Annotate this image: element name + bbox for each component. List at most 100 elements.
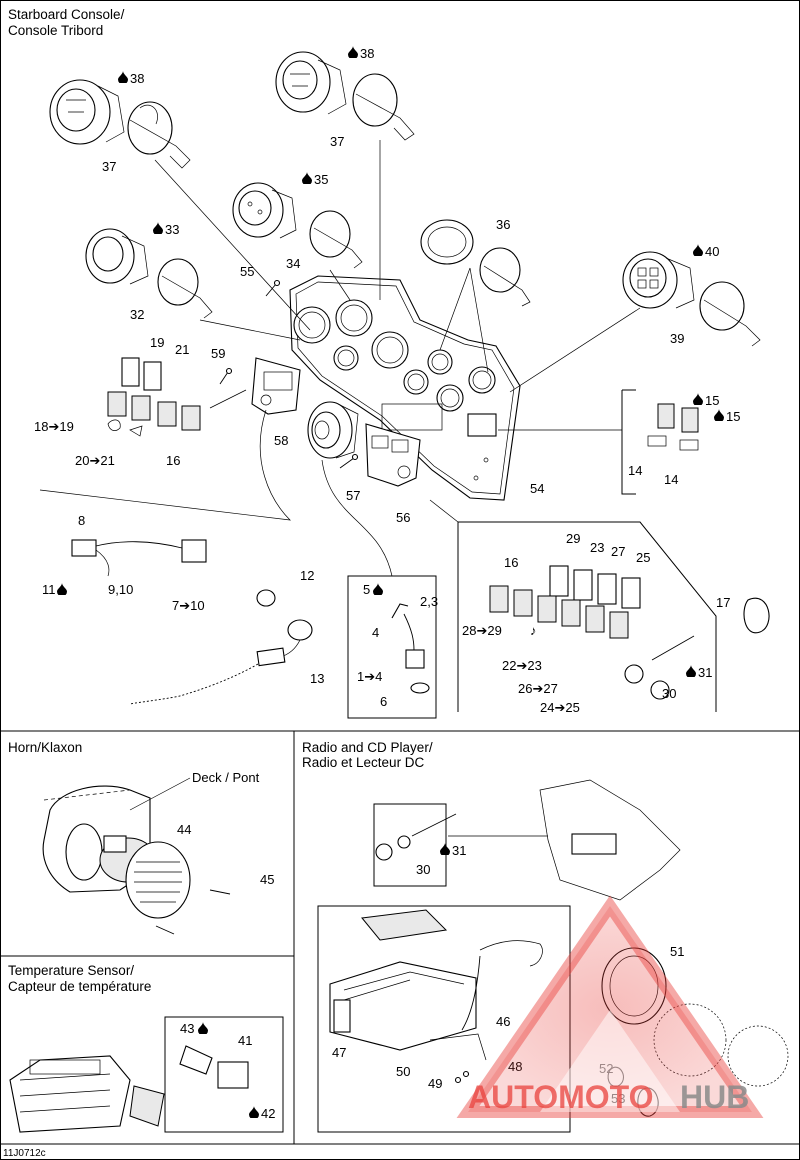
oil-drop-icon xyxy=(440,843,450,855)
callout-55: 55 xyxy=(240,264,254,279)
callout-38-right: 38 xyxy=(360,46,374,61)
callout-32: 32 xyxy=(130,307,144,322)
oil-drop-icon xyxy=(693,244,703,256)
key-switch-harness xyxy=(71,539,313,705)
callout-51: 51 xyxy=(670,944,684,959)
gauge-40 xyxy=(622,251,761,347)
callout-58: 58 xyxy=(274,433,288,448)
callout-16-left: 16 xyxy=(166,453,180,468)
gauge-38-right xyxy=(275,51,415,141)
temp-sensor-assembly xyxy=(9,1045,249,1133)
watermark-text-gray: HUB xyxy=(680,1079,749,1115)
radio-section-title-1: Radio and CD Player/ xyxy=(302,740,433,755)
starboard-console-title-2: Console Tribord xyxy=(8,23,103,38)
callout-30-radio: 30 xyxy=(416,862,430,877)
callout-50: 50 xyxy=(396,1064,410,1079)
callout-26-27: 26➔27 xyxy=(518,681,558,696)
callout-8: 8 xyxy=(78,513,85,528)
callout-56: 56 xyxy=(396,510,410,525)
horn-section-title: Horn/Klaxon xyxy=(8,740,82,755)
callout-28-29: 28➔29 xyxy=(462,623,502,638)
callout-49: 49 xyxy=(428,1076,442,1091)
callout-37-right: 37 xyxy=(330,134,344,149)
leader-lines-upper xyxy=(39,140,641,577)
oil-drop-icon xyxy=(348,46,358,58)
callout-18-19: 18➔19 xyxy=(34,419,74,434)
gauge-ring-36 xyxy=(420,219,531,307)
callout-19: 19 xyxy=(150,335,164,350)
callout-21: 21 xyxy=(175,342,189,357)
horn-assembly xyxy=(42,785,231,935)
callout-14-b: 14 xyxy=(664,472,678,487)
gauge-33 xyxy=(85,228,213,319)
callout-12: 12 xyxy=(300,568,314,583)
callout-17: 17 xyxy=(716,595,730,610)
callout-30-upper: 30 xyxy=(662,686,676,701)
callout-23: 23 xyxy=(590,540,604,555)
callout-31-radio: 31 xyxy=(452,843,466,858)
callout-57: 57 xyxy=(346,488,360,503)
oil-drop-icon xyxy=(198,1022,208,1034)
callout-13: 13 xyxy=(310,671,324,686)
callout-40: 40 xyxy=(705,244,719,259)
dash-panel-54 xyxy=(289,275,521,501)
callout-9-10: 9,10 xyxy=(108,582,133,597)
callout-59: 59 xyxy=(211,346,225,361)
callout-11: 11 xyxy=(42,582,56,597)
switches-left xyxy=(107,357,201,437)
callout-25: 25 xyxy=(636,550,650,565)
callout-16-right: 16 xyxy=(504,555,518,570)
callout-15-a: 15 xyxy=(705,393,719,408)
callout-54: 54 xyxy=(530,481,544,496)
callout-7-10: 7➔10 xyxy=(172,598,205,613)
switches-right xyxy=(647,403,699,451)
callout-24-25: 24➔25 xyxy=(540,700,580,715)
gauge-38-left xyxy=(49,79,191,169)
callout-36: 36 xyxy=(496,217,510,232)
callout-33: 33 xyxy=(165,222,179,237)
callout-4: 4 xyxy=(372,625,379,640)
watermark-logo: AUTOMOTO HUB xyxy=(456,895,764,1118)
callout-34: 34 xyxy=(286,256,300,271)
screws-console xyxy=(219,279,359,469)
callout-22-23: 22➔23 xyxy=(502,658,542,673)
temp-sensor-title-1: Temperature Sensor/ xyxy=(8,963,134,978)
helm-hub xyxy=(307,401,359,459)
callout-35: 35 xyxy=(314,172,328,187)
callout-27: 27 xyxy=(611,544,625,559)
callout-39: 39 xyxy=(670,331,684,346)
oil-drop-icon xyxy=(57,583,67,595)
sensor-inset xyxy=(391,603,430,694)
diagram-code: 11J0712c xyxy=(3,1148,46,1159)
temp-sensor-title-2: Capteur de température xyxy=(8,979,151,994)
starboard-console-title-1: Starboard Console/ xyxy=(8,7,125,22)
oil-drop-icon xyxy=(302,172,312,184)
callout-44: 44 xyxy=(177,822,191,837)
oil-drop-icon xyxy=(118,71,128,83)
callout-31-upper: 31 xyxy=(698,665,712,680)
callout-38-left: 38 xyxy=(130,71,144,86)
callout-29: 29 xyxy=(566,531,580,546)
callout-5: 5 xyxy=(363,582,370,597)
oil-drop-icon xyxy=(686,665,696,677)
radio-section-title-2: Radio et Lecteur DC xyxy=(302,755,425,770)
callout-1-4: 1➔4 xyxy=(357,669,382,684)
callout-41: 41 xyxy=(238,1033,252,1048)
oil-drop-icon xyxy=(714,409,724,421)
oil-drop-icon xyxy=(693,393,703,405)
oil-drop-icon xyxy=(153,222,163,234)
switches-detail xyxy=(489,565,695,700)
oil-drop-icon xyxy=(373,583,383,595)
callout-2-3: 2,3 xyxy=(420,594,438,609)
cable-tie-17 xyxy=(743,597,770,634)
gauge-35 xyxy=(232,182,363,269)
horn-deck-label: Deck / Pont xyxy=(192,770,260,785)
callout-47: 47 xyxy=(332,1045,346,1060)
callout-20-21: 20➔21 xyxy=(75,453,115,468)
switch-plate-56 xyxy=(365,423,421,487)
callout-labels: 38 37 38 37 35 34 33 32 36 40 39 55 19 2… xyxy=(34,46,740,1121)
callout-37-left: 37 xyxy=(102,159,116,174)
callout-6: 6 xyxy=(380,694,387,709)
watermark-text-red: AUTOMOTO xyxy=(468,1079,653,1115)
